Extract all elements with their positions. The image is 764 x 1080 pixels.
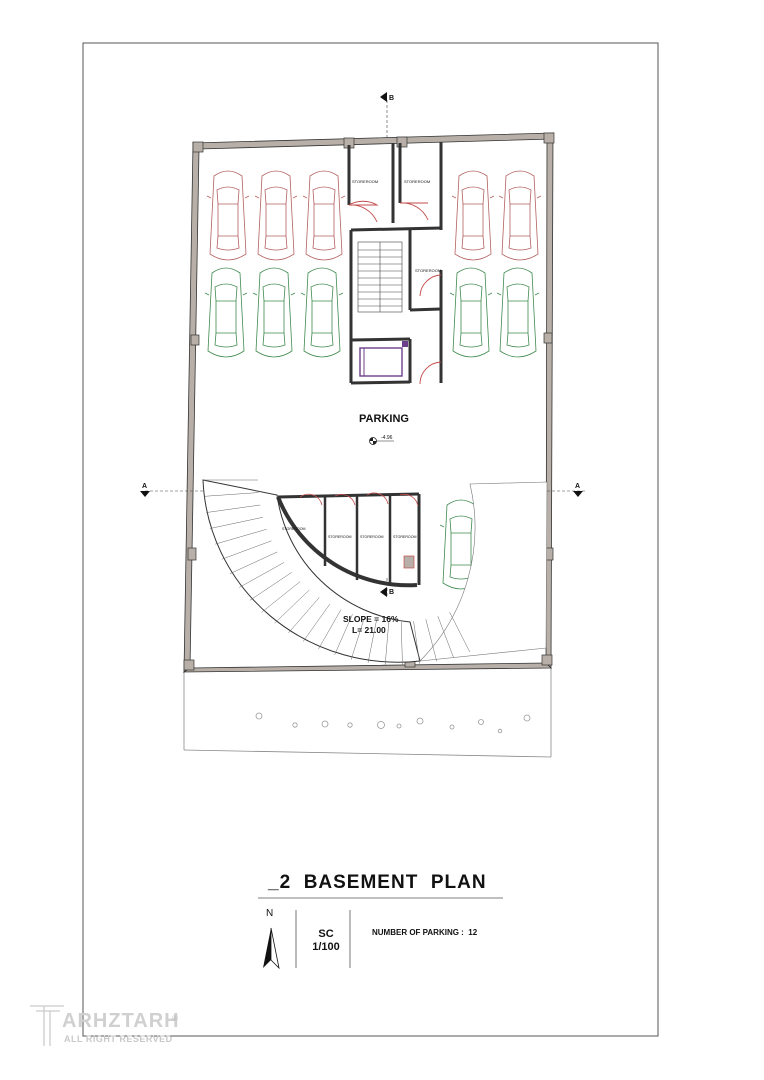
north-arrow-icon: [263, 927, 280, 970]
ramp-grid-line: [449, 611, 471, 653]
ramp-grid-line: [400, 621, 403, 665]
sheet-border: [82, 42, 659, 1037]
storeroom-label: STOREROOM: [352, 179, 378, 184]
car-icon: [451, 170, 495, 261]
curved-ramp: SLOPE = 16% L= 21.00: [202, 479, 548, 665]
ramp-grid-line: [413, 621, 420, 664]
scale-line-1: SC: [318, 928, 334, 940]
sidewalk-strip: [183, 668, 552, 758]
ramp-grid-line: [318, 609, 342, 650]
ramp-grid-line: [302, 603, 331, 642]
level-value: -4.96: [381, 435, 393, 441]
car-icon: [449, 267, 493, 358]
car-icon: [496, 267, 540, 358]
staircase: [357, 241, 403, 313]
car-icon: [254, 170, 298, 261]
watermark-registered: ®: [172, 1014, 178, 1023]
section-markers: B B A A: [140, 92, 585, 598]
ramp-grid-line: [215, 529, 267, 545]
ramp-grid-line: [206, 504, 261, 513]
watermark-rights: ALL RIGHT RESERVED: [64, 1034, 173, 1044]
watermark-logo: [30, 1005, 64, 1046]
car-icon: [204, 267, 248, 358]
storeroom-label: STOREROOM: [415, 268, 441, 273]
storeroom-label: STOREROOM: [328, 535, 352, 539]
car-icon: [300, 267, 344, 358]
ramp-grid-line: [249, 572, 292, 601]
plan-title: _2 BASEMENT PLAN: [268, 872, 487, 893]
ramp-length-label: L= 21.00: [352, 625, 386, 635]
north-letter: N: [266, 908, 274, 919]
ramp-storerooms: STOREROOM STOREROOM STOREROOM STOREROOM: [276, 492, 421, 588]
car-icon: [302, 170, 346, 261]
ramp-grid-line: [229, 551, 278, 574]
storeroom-label: STOREROOM: [360, 535, 384, 539]
ramp-grid-line: [261, 581, 301, 613]
parking-label: PARKING: [359, 413, 409, 425]
slope-label: SLOPE = 16%: [343, 614, 399, 624]
core-storeroom-labels: STOREROOM STOREROOM STOREROOM: [352, 179, 441, 273]
ramp-grid-line: [274, 589, 310, 624]
car-icon: [498, 170, 542, 261]
car-icon: [252, 267, 296, 358]
parking-count: NUMBER OF PARKING : 12: [372, 928, 478, 937]
ramp-grid-line: [384, 621, 390, 665]
scale-line-2: 1/100: [312, 941, 340, 953]
level-marker: -4.96: [369, 435, 394, 445]
ramp-grid-line: [425, 619, 437, 662]
section-a-left: A: [142, 483, 147, 490]
ramp-grid-line: [367, 620, 377, 663]
storeroom-label: STOREROOM: [393, 535, 417, 539]
storeroom-label: STOREROOM: [282, 527, 306, 531]
section-a-right: A: [575, 483, 580, 490]
scale-box: SC 1/100: [312, 928, 340, 954]
ramp-grid-line: [437, 616, 454, 658]
watermark-brand: ARHZTARH: [62, 1010, 180, 1032]
ramp-grid-line: [203, 492, 259, 497]
ramp-grid-line: [209, 517, 263, 529]
sidewalk-trees: [255, 712, 531, 734]
ramp-grid-line: [288, 597, 320, 634]
ramp-grid-line: [221, 540, 272, 560]
car-icon: [206, 170, 250, 261]
core-walls: [347, 142, 443, 385]
section-b-bottom: B: [389, 589, 394, 596]
section-b-top: B: [389, 95, 394, 102]
title-block: [258, 897, 503, 968]
storeroom-label: STOREROOM: [404, 179, 430, 184]
ramp-grid-line: [239, 562, 285, 588]
ramp-grid-line: [334, 614, 353, 656]
elevator-shaft: [359, 341, 408, 377]
core-doors: [348, 200, 442, 385]
ramp-grid-line: [350, 617, 365, 660]
